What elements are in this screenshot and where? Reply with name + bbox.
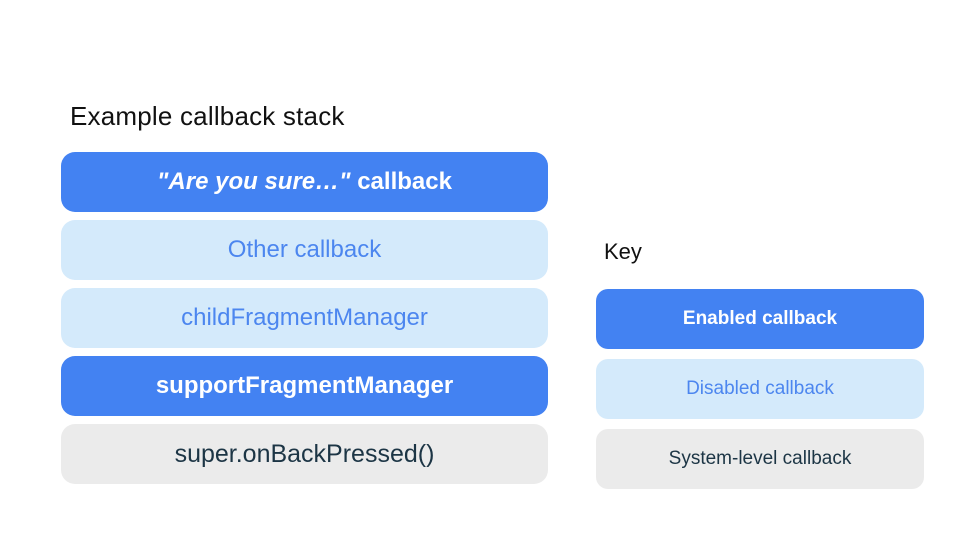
key-title: Key — [604, 239, 642, 264]
key-item-enabled-callback: Enabled callback — [596, 289, 924, 349]
key-item-disabled-callback: Disabled callback — [596, 359, 924, 419]
stack-item-rest-text: callback — [350, 168, 452, 195]
key-item-system-level-callback: System-level callback — [596, 429, 924, 489]
stack-item-are-you-sure-callback: "Are you sure…" callback — [61, 152, 548, 212]
stack-item-quoted-text: "Are you sure…" — [157, 168, 351, 195]
stack-item-super-on-back-pressed: super.onBackPressed() — [61, 424, 548, 484]
stack-item-other-callback: Other callback — [61, 220, 548, 280]
stack-title: Example callback stack — [70, 101, 345, 131]
callback-stack: "Are you sure…" callback Other callback … — [61, 152, 548, 484]
key-legend: Enabled callback Disabled callback Syste… — [596, 289, 924, 489]
stack-item-support-fragment-manager: supportFragmentManager — [61, 356, 548, 416]
stack-item-child-fragment-manager: childFragmentManager — [61, 288, 548, 348]
